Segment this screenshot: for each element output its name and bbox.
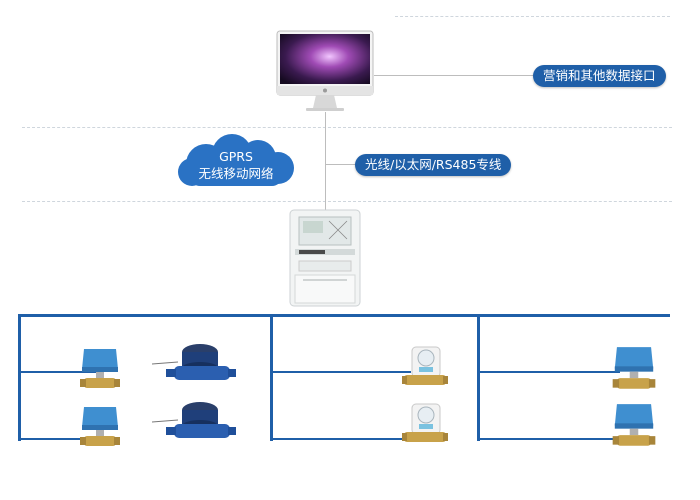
- data-concentrator-icon: [289, 209, 361, 307]
- water-meter-icon: [152, 344, 236, 380]
- bus-drop-left: [18, 315, 21, 441]
- branch-middle-1: [271, 371, 411, 373]
- motorized-valve-icon: [80, 407, 120, 446]
- water-meter-icon: [152, 402, 236, 438]
- lower-dashed-divider: [22, 201, 672, 202]
- motorized-valve-icon: [80, 349, 120, 388]
- bus-top: [18, 314, 670, 317]
- cloud-label: GPRS 无线移动网络: [172, 148, 300, 182]
- branch-left-1: [19, 371, 99, 373]
- motorized-valve-icon: [612, 347, 656, 389]
- network-connector-line: [326, 164, 356, 165]
- smart-water-meter-icon: [402, 403, 448, 442]
- trunk-line: [325, 112, 326, 210]
- cloud-line-1: GPRS: [219, 149, 253, 164]
- upper-dashed-divider: [22, 127, 672, 128]
- motorized-valve-icon: [612, 404, 656, 446]
- branch-left-2: [19, 438, 99, 440]
- network-label: 光线/以太网/RS485专线: [355, 154, 512, 176]
- cloud-icon: [178, 134, 294, 186]
- smart-water-meter-icon: [402, 346, 448, 385]
- top-dashed-divider: [395, 16, 670, 17]
- branch-right-2: [478, 438, 620, 440]
- branch-right-1: [478, 371, 620, 373]
- branch-middle-2: [271, 438, 411, 440]
- imac-monitor-icon: [276, 30, 374, 111]
- interface-connector-line: [374, 75, 534, 76]
- cloud-line-2: 无线移动网络: [198, 166, 274, 181]
- bus-drop-right: [477, 315, 480, 441]
- bus-drop-middle: [270, 315, 273, 441]
- interface-label: 营销和其他数据接口: [533, 65, 666, 87]
